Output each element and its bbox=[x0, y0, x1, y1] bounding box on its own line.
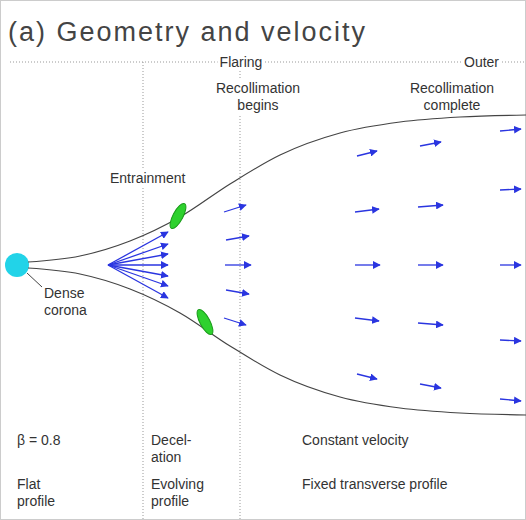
velocity-arrow bbox=[226, 236, 249, 240]
velocity-arrow bbox=[420, 384, 441, 388]
leader-line bbox=[27, 273, 42, 287]
velocity-arrow bbox=[500, 264, 521, 265]
velocity-arrow bbox=[418, 205, 443, 207]
velocity-arrow bbox=[357, 374, 377, 379]
velocity-arrow bbox=[108, 265, 168, 286]
velocity-arrow bbox=[357, 151, 377, 156]
velocity-arrow bbox=[355, 264, 380, 265]
velocity-arrow bbox=[108, 244, 168, 265]
region-name: Flaring bbox=[218, 54, 265, 71]
velocity-arrow bbox=[500, 340, 521, 341]
velocity-arrow bbox=[224, 205, 246, 212]
region-note: Decel- ation bbox=[149, 432, 205, 466]
velocity-arrow bbox=[224, 318, 246, 325]
region-note: Constant velocity bbox=[300, 432, 411, 449]
velocity-arrow bbox=[500, 189, 521, 190]
region-note: Flat profile bbox=[15, 476, 71, 510]
velocity-arrow bbox=[355, 209, 379, 212]
velocity-arrow bbox=[418, 264, 443, 265]
velocity-arrow bbox=[500, 399, 521, 401]
jet-boundary bbox=[28, 268, 526, 415]
region-name: Outer bbox=[462, 54, 501, 71]
velocity-arrow bbox=[108, 265, 168, 298]
callout-label: Dense corona bbox=[42, 285, 102, 319]
velocity-arrow bbox=[500, 129, 521, 131]
region-divider bbox=[143, 62, 144, 520]
figure-title: (a) Geometry and velocity bbox=[6, 16, 369, 48]
region-note: Fixed transverse profile bbox=[300, 476, 450, 493]
velocity-arrow bbox=[420, 142, 441, 146]
velocity-arrow bbox=[225, 264, 251, 265]
annotation: Recollimation begins bbox=[200, 80, 316, 114]
annotation: Recollimation complete bbox=[394, 80, 510, 114]
region-note: Evolving profile bbox=[149, 476, 223, 510]
jet-boundary bbox=[28, 115, 526, 262]
velocity-arrow bbox=[226, 290, 249, 294]
velocity-arrow bbox=[108, 232, 168, 265]
parameter-label: β = 0.8 bbox=[15, 432, 62, 449]
entrainment-mark bbox=[194, 307, 216, 336]
dense-corona bbox=[5, 253, 29, 277]
velocity-arrow bbox=[108, 254, 168, 265]
velocity-arrow bbox=[108, 264, 168, 265]
annotation: Entrainment bbox=[108, 170, 187, 187]
velocity-arrow bbox=[355, 318, 379, 321]
entrainment-mark bbox=[167, 201, 189, 230]
velocity-arrow bbox=[418, 323, 443, 325]
region-divider bbox=[10, 62, 526, 63]
region-divider bbox=[240, 62, 241, 520]
